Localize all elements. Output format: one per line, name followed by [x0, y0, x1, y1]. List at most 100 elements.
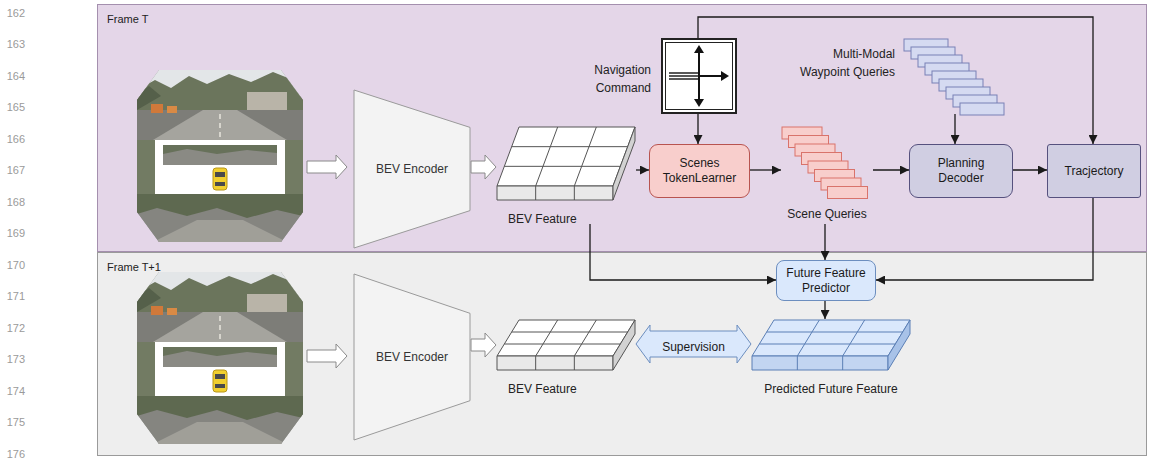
icon-head [721, 71, 729, 81]
label-holder: 169 [3, 223, 25, 241]
process-box: Future Feature Predictor [776, 260, 876, 301]
encoder-outline [354, 90, 470, 248]
grid-side [888, 320, 910, 370]
label-holder: Scene Queries [751, 204, 903, 222]
camera-image [137, 272, 303, 444]
encoder-label: BEV Encoder [376, 162, 448, 177]
feature-grid: BEV Feature [496, 319, 636, 399]
navigation-icon: Navigation Command [661, 38, 737, 114]
label-holder: 172 [3, 318, 25, 336]
icon-line [669, 72, 699, 73]
process-box: Planning Decoder [909, 144, 1013, 198]
stack-label: Multi-Modal Waypoint Queries [800, 47, 895, 79]
grid-line [574, 186, 575, 200]
icon-frame [666, 43, 733, 110]
edge-label: Supervision [662, 340, 725, 355]
feature-label: Predicted Future Feature [764, 382, 897, 396]
grid-line [536, 127, 558, 186]
encoder-trapezoid: BEV Encoder [353, 89, 471, 249]
label-holder: 167 [3, 160, 25, 178]
grid-top [497, 320, 635, 356]
query-stack: Multi-Modal Waypoint Queries [903, 38, 1007, 114]
node-shape [496, 319, 636, 371]
grid-line [797, 320, 819, 356]
grid-front [752, 356, 888, 370]
arrow-connector [636, 169, 649, 170]
label-holder: 171 [3, 286, 25, 304]
label-holder: Predicted Future Feature [711, 379, 951, 397]
grid-front [497, 186, 613, 200]
line-number: 169 [7, 227, 25, 239]
arrow-connector [954, 114, 955, 144]
icon-head [694, 45, 704, 53]
label-holder: 170 [3, 255, 25, 273]
label-holder: BEV Feature [508, 209, 577, 227]
label-holder: 164 [3, 66, 25, 84]
line-number: 170 [7, 259, 25, 271]
grid-line [512, 146, 628, 147]
label-holder: 168 [3, 192, 25, 210]
stack-label: Scene Queries [787, 207, 866, 221]
label-holder: 174 [3, 381, 25, 399]
label-holder: 162 [3, 3, 25, 21]
box-label: Scenes TokenLearner [656, 156, 743, 186]
icon-line [669, 75, 699, 76]
frame-heading: Frame T+1 [107, 261, 161, 273]
grid-side [613, 127, 635, 200]
grid-line [504, 166, 620, 167]
line-number: 172 [7, 322, 25, 334]
feature-label: BEV Feature [508, 382, 577, 396]
query-token [828, 187, 868, 199]
grid-line [574, 356, 575, 370]
grid-top [752, 320, 910, 356]
label-holder: 165 [3, 97, 25, 115]
node-shape [496, 126, 636, 201]
grid-line [574, 127, 596, 186]
line-number: 173 [7, 353, 25, 365]
encoder-outline [354, 274, 470, 440]
grid-line [535, 356, 536, 370]
line-number: 175 [7, 416, 25, 428]
label-holder: BEV Feature [508, 379, 577, 397]
arrow-connector [750, 169, 781, 170]
node-shape [751, 319, 911, 371]
node-shape [903, 38, 1007, 114]
feature-grid: BEV Feature [496, 126, 636, 224]
line-number: 164 [7, 70, 25, 82]
label-holder: 173 [3, 349, 25, 367]
grid-line [574, 320, 596, 356]
arrow-connector [1013, 169, 1047, 170]
frame-heading: Frame T [107, 13, 148, 25]
grid-line [504, 344, 620, 345]
line-number: 167 [7, 164, 25, 176]
line-number: 163 [7, 38, 25, 50]
feature-grid: Predicted Future Feature [751, 319, 911, 399]
line-number: 171 [7, 290, 25, 302]
grid-line [536, 320, 558, 356]
label-holder: 175 [3, 412, 25, 430]
arrow-connector [697, 114, 698, 144]
grid-line [759, 344, 895, 345]
grid-line [535, 186, 536, 200]
line-number: 162 [7, 7, 25, 19]
line-number: 165 [7, 101, 25, 113]
process-box: Scenes TokenLearner [649, 144, 750, 198]
icon-label: Navigation Command [594, 63, 651, 95]
line-number: 174 [7, 385, 25, 397]
supervision-arrow [636, 325, 751, 363]
label-holder: 163 [3, 34, 25, 52]
label-holder: Frame T+1 [107, 257, 161, 275]
feature-label: BEV Feature [508, 212, 577, 226]
icon-head [694, 99, 704, 107]
icon-frame [662, 39, 736, 113]
label-holder: 166 [3, 129, 25, 147]
label-holder: Frame T [107, 9, 148, 27]
grid-front [497, 356, 613, 370]
grid-side [613, 320, 635, 370]
grid-line [797, 356, 798, 370]
label-holder: Supervision [662, 337, 725, 355]
grid-line [843, 320, 865, 356]
box-label: Tracjectory [1065, 164, 1124, 179]
grid-line [767, 332, 903, 333]
box-label: Future Feature Predictor [783, 266, 869, 296]
